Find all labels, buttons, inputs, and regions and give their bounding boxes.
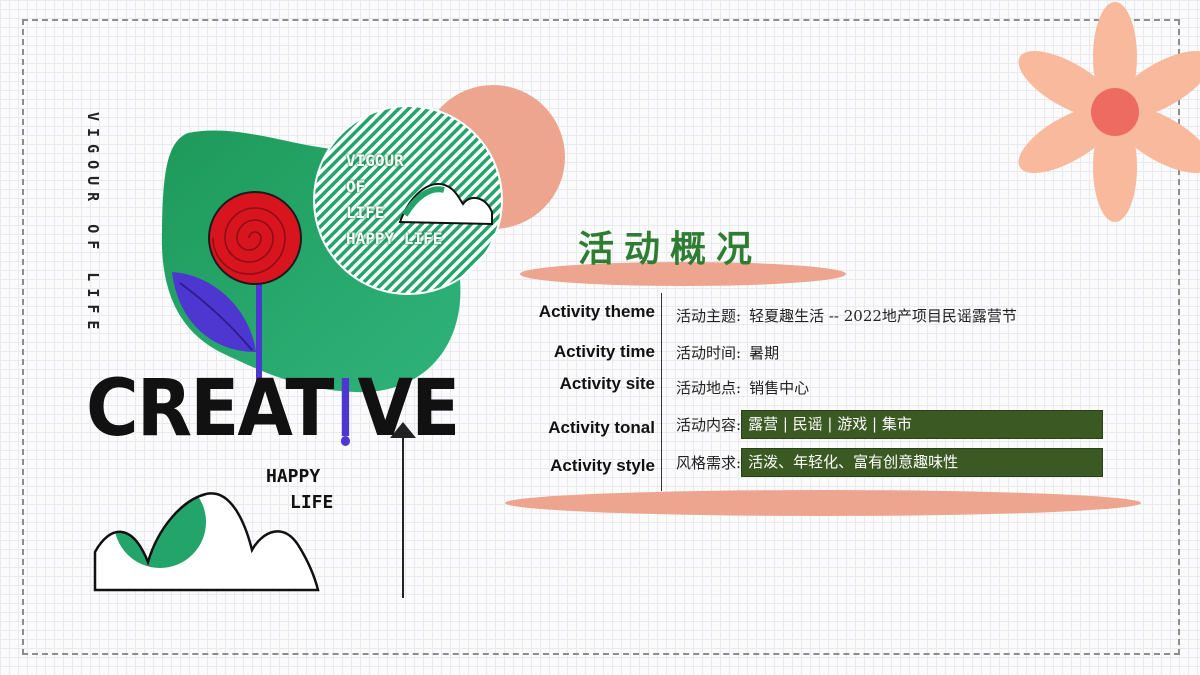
- happy-line: HAPPY: [266, 466, 321, 487]
- happy-line: LIFE: [290, 492, 334, 513]
- rose-icon: [208, 191, 302, 285]
- dashed-frame: [22, 19, 1180, 655]
- row-label: 活动主题:: [676, 307, 742, 325]
- info-row: 活动主题: 轻夏趣生活 -- 2022地产项目民谣露营节: [676, 305, 1017, 326]
- page-title: 活动概况: [578, 229, 763, 270]
- flower-icon: [1018, 2, 1200, 222]
- label-activity-site: Activity site: [559, 374, 655, 393]
- side-vertical-text: VIGOUR OF LIFE: [84, 112, 102, 337]
- label-activity-style: Activity style: [550, 456, 655, 475]
- label-activity-tonal: Activity tonal: [548, 418, 655, 437]
- rose-stem: [256, 262, 262, 382]
- info-row: 活动时间: 暑期: [676, 342, 779, 363]
- bottom-ellipse: [505, 490, 1141, 516]
- label-activity-theme: Activity theme: [538, 302, 655, 321]
- info-row: 风格需求: 活泼、年轻化、富有创意趣味性: [676, 448, 1104, 477]
- circle-text-line: LIFE: [346, 203, 385, 222]
- circle-text-line: HAPPY LIFE: [346, 229, 443, 248]
- row-value-highlight: 活泼、年轻化、富有创意趣味性: [741, 448, 1104, 477]
- happy-life-text: HAPPY LIFE: [266, 464, 333, 516]
- row-label: 活动地点:: [676, 379, 742, 397]
- up-arrow-icon: [390, 422, 416, 598]
- creative-part: VE: [357, 364, 461, 454]
- creative-i-mark: I: [333, 364, 358, 454]
- row-value: 轻夏趣生活 -- 2022地产项目民谣露营节: [749, 307, 1017, 325]
- row-label: 活动内容:: [676, 416, 742, 434]
- row-label: 活动时间:: [676, 344, 742, 362]
- vertical-divider: [661, 293, 662, 491]
- circle-text-line: VIGOUR: [346, 151, 404, 170]
- row-value-highlight: 露营 | 民谣 | 游戏 | 集市: [741, 410, 1104, 439]
- info-row: 活动内容: 露营 | 民谣 | 游戏 | 集市: [676, 410, 1104, 439]
- row-value: 销售中心: [749, 379, 810, 397]
- creative-wordmark: CREATIVE: [86, 364, 461, 454]
- circle-text-line: OF: [346, 177, 366, 196]
- creative-part: CREAT: [86, 364, 335, 454]
- title-underline-ellipse: [520, 262, 846, 286]
- row-value: 暑期: [749, 344, 780, 362]
- label-activity-time: Activity time: [553, 342, 655, 361]
- striped-circle: [313, 105, 503, 295]
- info-row: 活动地点: 销售中心: [676, 377, 809, 398]
- circle-text: VIGOUR OF LIFE HAPPY LIFE: [346, 148, 442, 252]
- row-label: 风格需求:: [676, 454, 742, 472]
